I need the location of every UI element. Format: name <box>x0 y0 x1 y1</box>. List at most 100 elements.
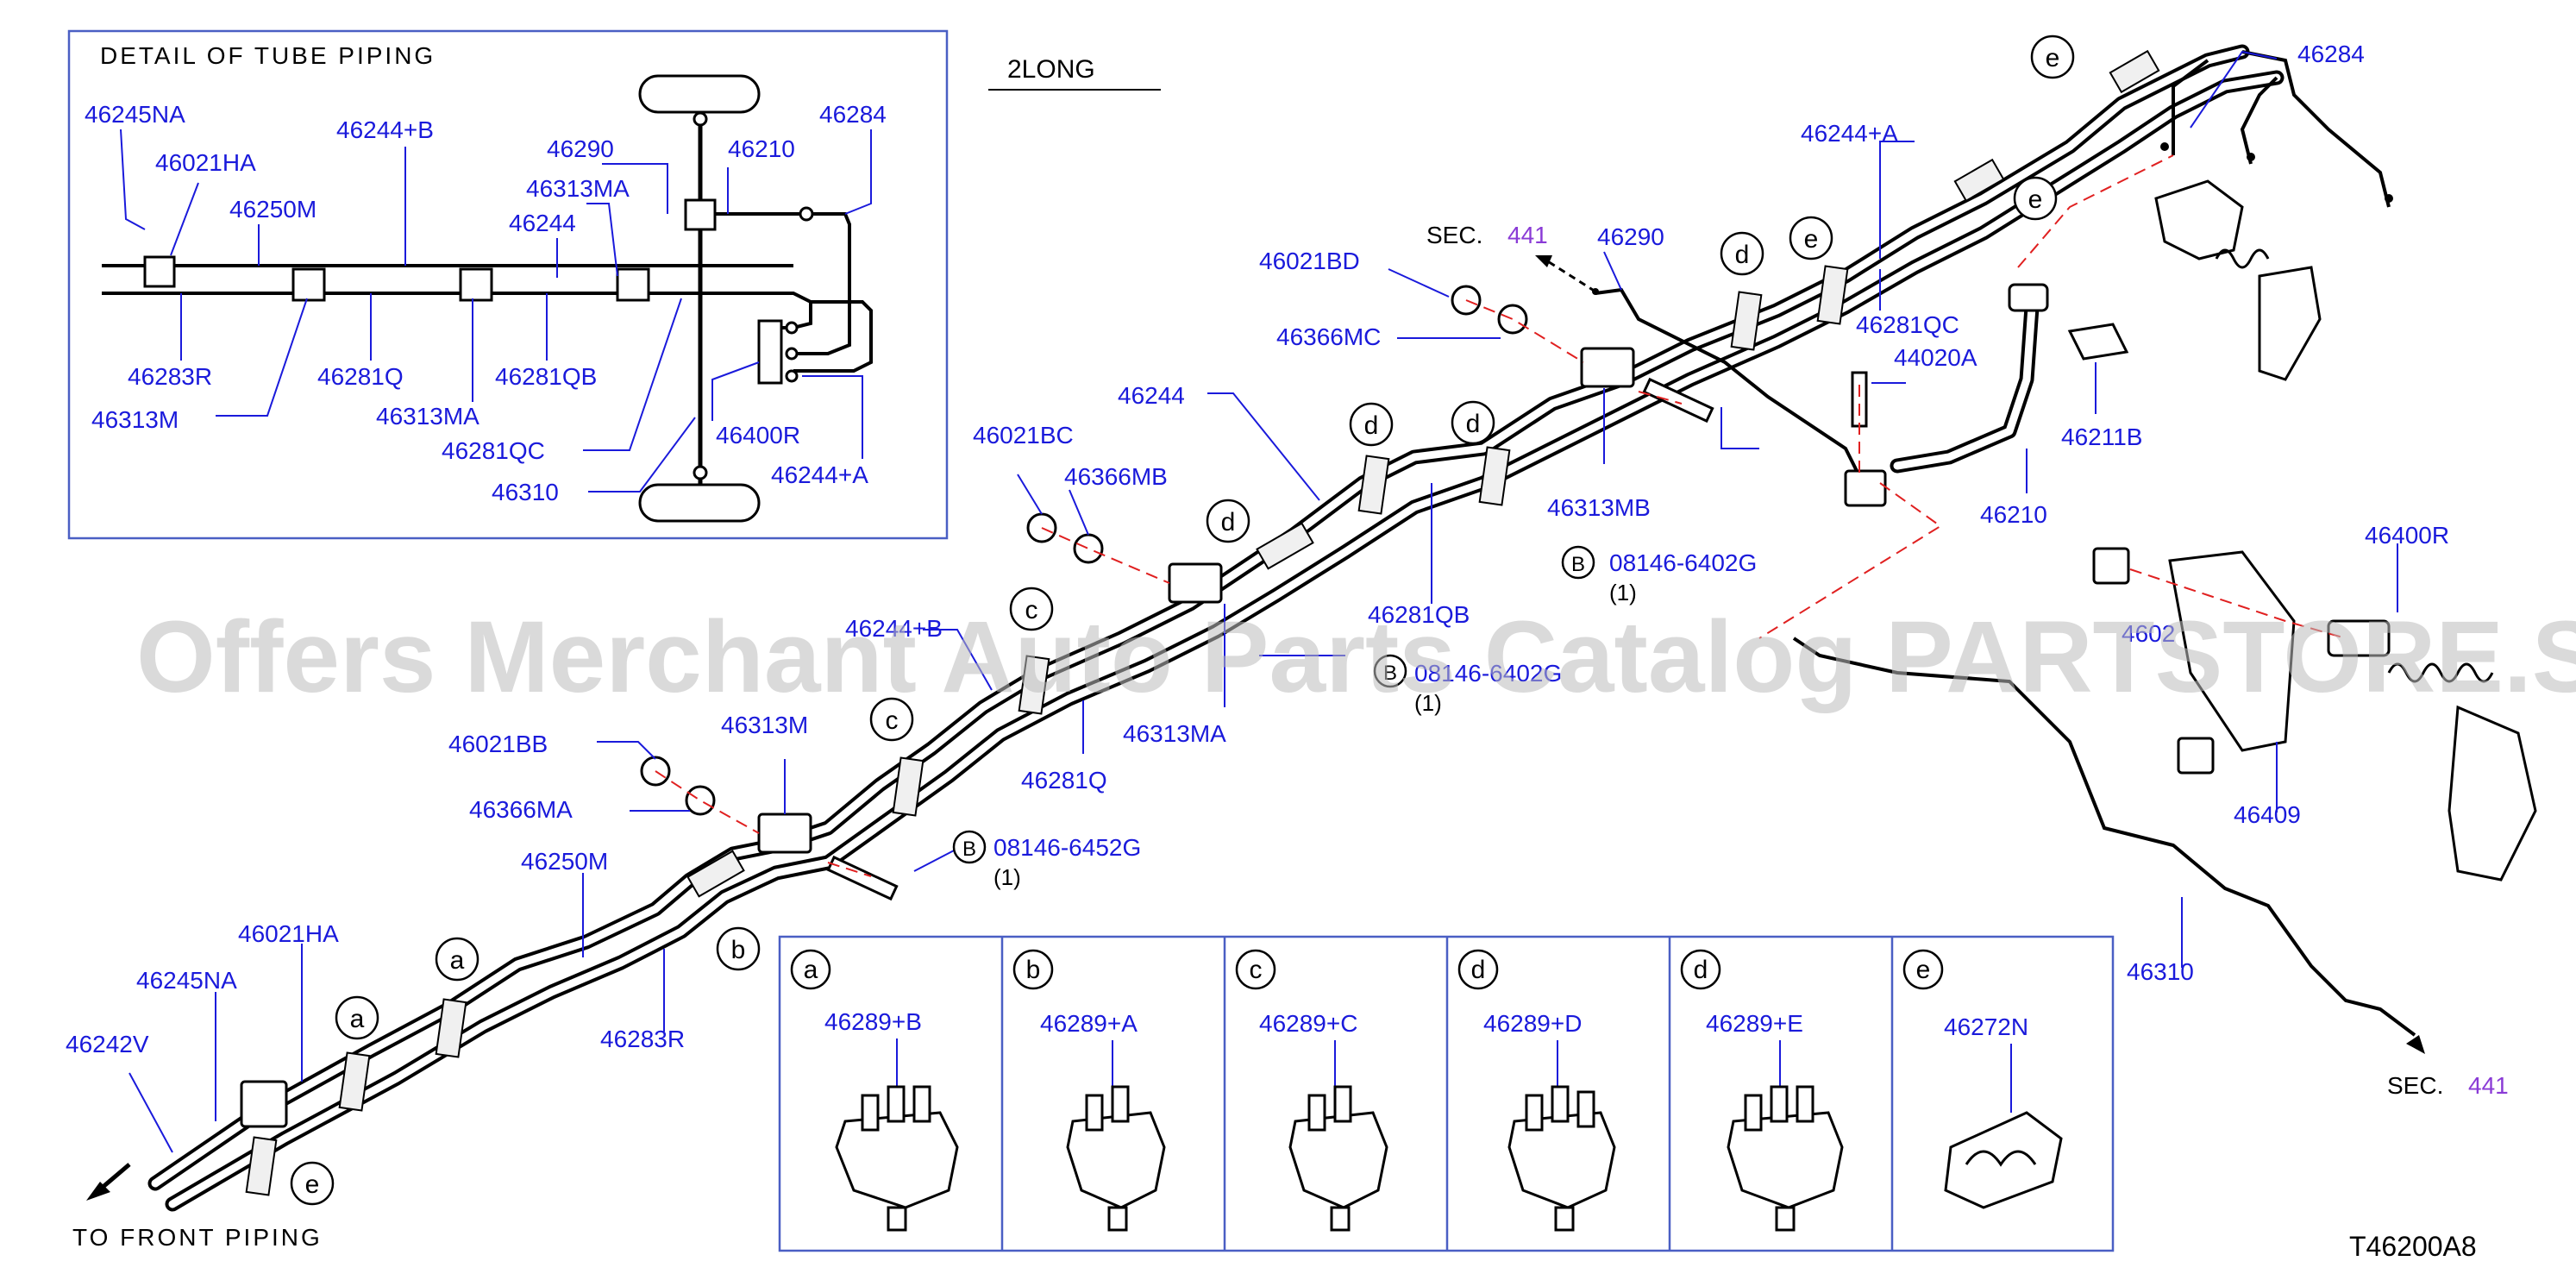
svg-text:d: d <box>1735 241 1750 269</box>
svg-text:b: b <box>1026 956 1041 984</box>
main-labels: 46284 46244+A 46290 46021BD 46366MC 4628… <box>66 41 2449 1057</box>
callout-d-1: d <box>1206 499 1250 543</box>
callout-e-4: e <box>290 1161 335 1206</box>
part-bolt-bottom <box>826 855 899 901</box>
label-46313MB: 46313MB <box>1547 494 1651 521</box>
pipe-clip-tapes <box>245 49 2160 1196</box>
label-46244A: 46244+A <box>1801 120 1898 147</box>
detail-label-46281Q: 46281Q <box>317 363 404 390</box>
part-bolt-top <box>1642 377 1714 424</box>
part-46210-bracket <box>1844 469 1887 507</box>
detail-label-46284: 46284 <box>819 101 887 128</box>
detail-label-46244A: 46244+A <box>771 461 868 488</box>
callout-e-1: e <box>1789 216 1833 260</box>
svg-text:c: c <box>1250 956 1263 984</box>
part-bolt-right-1 <box>2092 547 2130 585</box>
label-08146-6402G-qty: (1) <box>1609 580 1637 605</box>
label-46400R: 46400R <box>2365 522 2449 549</box>
part-46400R-arm <box>2448 705 2537 882</box>
detail-labels: 46245NA 46021HA 46244+B 46290 46284 4625… <box>85 101 887 505</box>
part-46366MB-grommet <box>1073 533 1104 564</box>
label-46283R: 46283R <box>600 1026 685 1052</box>
svg-text:e: e <box>2028 185 2043 214</box>
clip-cell-e: e 46272N <box>1902 949 2063 1209</box>
label-46281QB: 46281QB <box>1368 601 1470 628</box>
clip-cell-c: c 46289+C <box>1235 949 1388 1232</box>
callout-a-1: a <box>435 937 479 982</box>
part-46366MA-grommet <box>685 785 716 816</box>
part-46409-bracket <box>2168 550 2296 752</box>
main-leaders <box>128 50 2398 1153</box>
label-4602x: 4602 <box>2122 620 2175 647</box>
detail-label-46244: 46244 <box>509 210 576 236</box>
detail-label-46283R: 46283R <box>128 363 212 390</box>
label-46409: 46409 <box>2234 801 2301 828</box>
part-46400R-fitting <box>2327 619 2391 657</box>
callout-e-3: e <box>2013 176 2058 221</box>
sec-bottom: SEC. 441 <box>2387 1072 2509 1099</box>
label-46242V: 46242V <box>66 1031 149 1057</box>
svg-text:d: d <box>1221 508 1236 536</box>
part-46284-bracket <box>2154 179 2244 260</box>
svg-text:B: B <box>962 838 976 861</box>
callout-d-2: d <box>1349 402 1394 447</box>
label-08146-6452G-qty: (1) <box>993 864 1021 890</box>
callout-e-2: e <box>2030 35 2075 79</box>
label-46366MA: 46366MA <box>469 796 573 823</box>
label-46211B: 46211B <box>2061 424 2142 450</box>
detail-label-46310: 46310 <box>492 479 559 505</box>
label-46021BD: 46021BD <box>1259 248 1360 274</box>
part-bolt-right-2 <box>2177 737 2215 775</box>
label-08146-6402G: 08146-6402G <box>1609 549 1757 576</box>
svg-text:d: d <box>1466 410 1481 438</box>
bolt-markers: B B B <box>952 545 1595 864</box>
sec-top-prefix: SEC. <box>1426 222 1482 248</box>
bolt-marker-3: B <box>952 830 987 864</box>
sec-bottom-number: 441 <box>2468 1072 2509 1099</box>
label-46310: 46310 <box>2127 958 2194 985</box>
detail-label-46021HA: 46021HA <box>155 149 256 176</box>
sec-top-number: 441 <box>1507 222 1548 248</box>
detail-label-46290: 46290 <box>547 135 614 162</box>
watermark: Offers Merchant Auto Parts Catalog PARTS… <box>136 600 2576 714</box>
part-46313M-block <box>757 813 812 854</box>
svg-text:b: b <box>731 936 746 964</box>
label-46313M: 46313M <box>721 712 808 738</box>
label-46210: 46210 <box>1980 501 2047 528</box>
clip-part-46289B: 46289+B <box>824 1008 922 1035</box>
label-46313MA: 46313MA <box>1123 720 1226 747</box>
clip-icon-d2 <box>1727 1085 1844 1232</box>
detail-label-46244B: 46244+B <box>336 116 434 143</box>
clip-cell-b: b 46289+A <box>1012 949 1166 1232</box>
label-46281QC: 46281QC <box>1856 311 1959 338</box>
label-46290: 46290 <box>1597 223 1664 250</box>
clip-part-46289C: 46289+C <box>1259 1010 1357 1037</box>
svg-text:d: d <box>1694 956 1708 984</box>
detail-of-tube-piping-box: DETAIL OF TUBE PIPING 46245NA <box>67 29 949 540</box>
clip-icon-d1 <box>1507 1085 1616 1232</box>
clip-cell-a: a 46289+B <box>790 949 959 1232</box>
drawing-code: T46200A8 <box>2349 1231 2477 1262</box>
svg-text:d: d <box>1364 411 1379 440</box>
front-piping-label: TO FRONT PIPING <box>72 1224 323 1251</box>
clip-icon-b <box>1066 1085 1166 1232</box>
clip-part-46272N: 46272N <box>1944 1013 2028 1040</box>
label-46250M: 46250M <box>521 848 608 875</box>
part-46021HA-block <box>240 1080 288 1128</box>
part-46366MC-grommet <box>1497 304 1528 335</box>
part-46313MA-block <box>1168 562 1223 604</box>
clip-icon-a <box>835 1085 959 1232</box>
label-08146-6452G: 08146-6452G <box>993 834 1141 861</box>
label-46284: 46284 <box>2297 41 2365 67</box>
detail-label-46210: 46210 <box>728 135 795 162</box>
label-44020A: 44020A <box>1894 344 1977 371</box>
detail-label-46400R: 46400R <box>716 422 800 449</box>
svg-text:e: e <box>2046 44 2060 72</box>
svg-text:c: c <box>1025 596 1038 624</box>
part-46284-arm <box>2258 266 2322 381</box>
detail-label-46250M: 46250M <box>229 196 317 223</box>
bolt-marker-1: B <box>1561 545 1595 580</box>
svg-text:a: a <box>804 956 818 984</box>
callout-c-1: c <box>869 697 914 742</box>
